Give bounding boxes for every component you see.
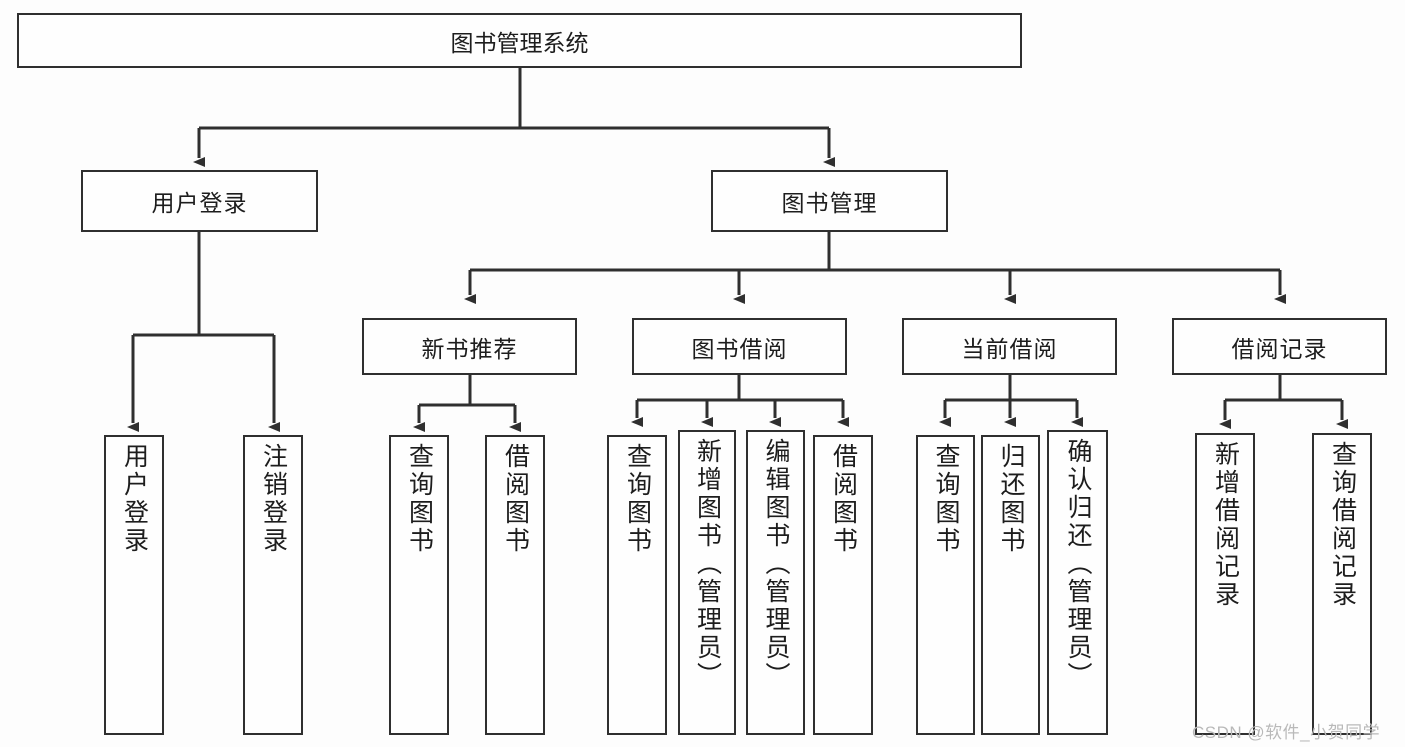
node-leaf-confirm-return-admin-label: 确认归还（管理员） xyxy=(1064,438,1092,690)
node-user-login[interactable]: 用户登录 xyxy=(81,170,318,232)
node-leaf-query-book-current-label: 查询图书 xyxy=(932,443,960,555)
node-leaf-query-book-recommend[interactable]: 查询图书 xyxy=(389,435,449,735)
node-leaf-query-book-borrow[interactable]: 查询图书 xyxy=(607,435,667,735)
node-leaf-edit-book-admin[interactable]: 编辑图书（管理员） xyxy=(746,430,805,735)
node-new-book-recommend-label: 新书推荐 xyxy=(421,335,518,362)
node-leaf-logout-label: 注销登录 xyxy=(259,443,288,555)
node-current-borrow-label: 当前借阅 xyxy=(961,335,1058,362)
node-book-manage-label: 图书管理 xyxy=(781,190,878,216)
node-root-label: 图书管理系统 xyxy=(450,29,589,56)
node-leaf-borrow-book-recommend[interactable]: 借阅图书 xyxy=(485,435,545,735)
node-book-borrow[interactable]: 图书借阅 xyxy=(632,318,847,375)
node-leaf-edit-book-admin-label: 编辑图书（管理员） xyxy=(762,438,790,690)
node-leaf-add-borrow-record-label: 新增借阅记录 xyxy=(1211,441,1240,609)
node-leaf-add-borrow-record[interactable]: 新增借阅记录 xyxy=(1195,433,1255,735)
node-leaf-borrow-book-recommend-label: 借阅图书 xyxy=(501,443,530,555)
node-leaf-query-book-borrow-label: 查询图书 xyxy=(623,443,652,555)
node-leaf-query-borrow-record-label: 查询借阅记录 xyxy=(1328,441,1357,609)
node-leaf-borrow-book[interactable]: 借阅图书 xyxy=(813,435,873,735)
watermark-credit: CSDN @软件_小贺同学 xyxy=(1192,723,1381,742)
node-borrow-record-label: 借阅记录 xyxy=(1231,335,1328,362)
node-leaf-logout[interactable]: 注销登录 xyxy=(243,435,303,735)
node-root-system[interactable]: 图书管理系统 xyxy=(17,13,1022,68)
node-leaf-borrow-book-label: 借阅图书 xyxy=(829,443,858,555)
node-current-borrow[interactable]: 当前借阅 xyxy=(902,318,1117,375)
node-leaf-query-book-recommend-label: 查询图书 xyxy=(405,443,434,555)
node-leaf-add-book-admin-label: 新增图书（管理员） xyxy=(693,438,722,690)
node-user-login-label: 用户登录 xyxy=(151,190,248,216)
node-book-manage[interactable]: 图书管理 xyxy=(711,170,948,232)
node-leaf-confirm-return-admin[interactable]: 确认归还（管理员） xyxy=(1047,430,1108,735)
node-book-borrow-label: 图书借阅 xyxy=(691,335,788,362)
node-leaf-user-login[interactable]: 用户登录 xyxy=(104,435,164,735)
node-new-book-recommend[interactable]: 新书推荐 xyxy=(362,318,577,375)
node-leaf-query-book-current[interactable]: 查询图书 xyxy=(916,435,975,735)
node-leaf-user-login-label: 用户登录 xyxy=(120,443,149,555)
node-leaf-query-borrow-record[interactable]: 查询借阅记录 xyxy=(1312,433,1372,735)
node-leaf-add-book-admin[interactable]: 新增图书（管理员） xyxy=(678,430,736,735)
node-leaf-return-book-label: 归还图书 xyxy=(997,443,1025,555)
node-leaf-return-book[interactable]: 归还图书 xyxy=(981,435,1040,735)
node-borrow-record[interactable]: 借阅记录 xyxy=(1172,318,1387,375)
